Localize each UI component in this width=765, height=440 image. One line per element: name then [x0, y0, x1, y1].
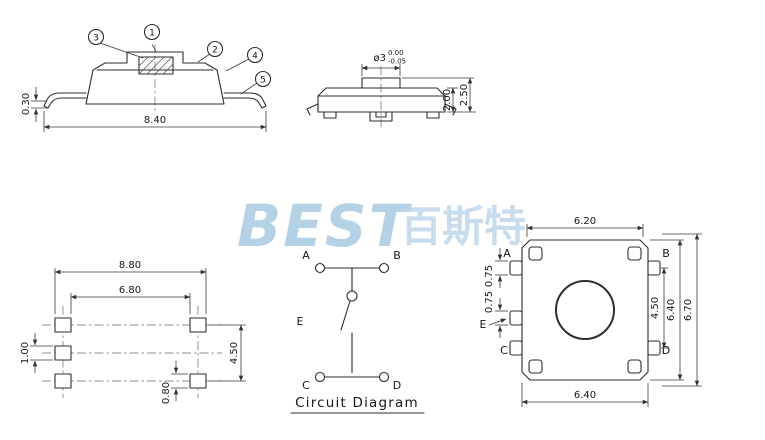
balloon-5-label: 5 [260, 76, 266, 86]
dim-bottom-width: 6.40 [521, 383, 649, 407]
pin-b-label: B [662, 247, 670, 260]
dim-top-width: 6.20 [526, 216, 644, 237]
dim-stem-diameter-label: ø3 [374, 53, 386, 64]
circuit-diagram-caption: Circuit Diagram [295, 395, 419, 411]
dim-overall-height: 2.50 [402, 77, 474, 113]
front-view-center-tab [369, 111, 393, 122]
common-contact-node [346, 290, 358, 302]
dim-pad-height: 0.80 [161, 361, 188, 404]
balloon-1: 1 [143, 23, 161, 52]
dim-lead-height-label: 0.30 [21, 93, 32, 115]
dim-overall-depth: 6.70 [662, 233, 702, 387]
pin-c-tab [509, 340, 523, 356]
balloon-4: 4 [225, 46, 264, 72]
terminal-a-label: A [302, 249, 310, 262]
front-view: ø3 0.00 -0.05 2.00 2.50 [306, 49, 476, 128]
pin-c-label: C [500, 344, 508, 357]
terminal-a-node [314, 262, 326, 274]
balloon-2-label: 2 [212, 46, 218, 56]
dim-tolerance-upper-label: 0.00 [388, 49, 404, 57]
balloon-2: 2 [197, 40, 224, 63]
front-view-right-foot [426, 111, 440, 119]
corner-weld-top-right [627, 246, 642, 261]
watermark-brand-text: BEST [237, 192, 413, 260]
terminal-c-node [314, 371, 326, 383]
pin-b-tab [647, 260, 661, 276]
terminal-d-label: D [393, 379, 401, 392]
pad-left-middle [54, 345, 72, 361]
terminal-b-label: B [393, 249, 401, 262]
dim-side-width: 8.40 [43, 111, 267, 132]
watermark: BEST 百斯特 [237, 192, 526, 260]
side-view-right-lead [223, 92, 267, 109]
terminal-c-label: C [302, 379, 310, 392]
pin-e-tab [509, 310, 523, 326]
terminal-d-node [378, 371, 390, 383]
circuit-diagram: A B E C D Circuit Diagram [290, 249, 425, 414]
front-view-right-hook [444, 103, 457, 116]
dim-lead-height: 0.30 [21, 87, 48, 122]
dim-stem-diameter: ø3 0.00 -0.05 [361, 49, 406, 76]
dim-overall-depth-label: 6.70 [683, 299, 694, 321]
dim-body-depth-label: 6.40 [666, 299, 677, 321]
dim-pin-e-width-label: 0.75 [484, 291, 495, 313]
front-view-left-hook [306, 103, 319, 116]
watermark-cjk-text: 百斯特 [400, 202, 526, 251]
dim-inner-span: 6.80 [70, 285, 191, 314]
dim-body-height-label: 2.00 [442, 89, 453, 111]
dim-pad-height-label: 0.80 [161, 382, 172, 404]
dim-top-width-label: 6.20 [574, 216, 596, 227]
dim-bottom-width-label: 6.40 [574, 390, 596, 401]
side-view-stem-hatch [138, 56, 174, 75]
balloon-5: 5 [240, 70, 272, 95]
actuator-button-circle [555, 280, 615, 340]
corner-weld-top-left [528, 246, 543, 261]
side-view-left-lead [43, 92, 87, 109]
dim-row-pitch: 4.50 [208, 324, 246, 382]
pin-e-label: E [480, 318, 487, 331]
pin-a-label: A [503, 247, 511, 260]
balloon-4-label: 4 [252, 52, 258, 62]
switch-blade [340, 300, 351, 331]
dim-pin-a-width-label: 0.75 [484, 265, 495, 287]
dim-side-width-label: 8.40 [144, 115, 166, 126]
land-pattern: 8.80 6.80 1.00 4.50 [20, 260, 246, 404]
top-view: A B C D E 6.20 6.40 4.50 [480, 216, 702, 407]
terminal-b-node [378, 262, 390, 274]
dim-pin-e-width: 0.75 [484, 291, 508, 338]
side-view: 3 1 2 4 5 8.40 [21, 23, 272, 132]
pad-right-top [189, 317, 207, 333]
terminal-e-label: E [297, 315, 304, 328]
dim-pad-width-label: 1.00 [20, 342, 31, 364]
pin-a-tab [509, 260, 523, 276]
front-view-stem [361, 77, 401, 89]
dim-pin-a-width: 0.75 [484, 248, 508, 288]
corner-weld-bottom-right [627, 359, 642, 374]
front-view-body-outline [317, 87, 446, 113]
balloon-3-label: 3 [93, 34, 99, 44]
dim-tolerance-lower-label: -0.05 [388, 58, 406, 66]
front-view-left-foot [323, 111, 337, 119]
side-view-body-outline [85, 51, 225, 105]
balloon-1-label: 1 [149, 29, 155, 39]
pad-left-top [54, 317, 72, 333]
dim-body-depth: 6.40 [650, 239, 684, 381]
dim-row-pitch-label: 4.50 [229, 342, 240, 364]
dim-pin-pitch: 4.50 [650, 267, 668, 349]
dim-outer-span-label: 8.80 [119, 260, 141, 271]
dim-pin-pitch-label: 4.50 [650, 297, 661, 319]
dim-overall-height-label: 2.50 [459, 84, 470, 106]
top-view-body-outline [521, 239, 649, 381]
pin-d-tab [647, 340, 661, 356]
pad-left-bottom [54, 373, 72, 389]
pin-e-leader [488, 318, 507, 326]
pad-right-bottom [189, 373, 207, 389]
corner-weld-bottom-left [528, 359, 543, 374]
dim-outer-span: 8.80 [54, 260, 207, 314]
pin-d-label: D [662, 344, 670, 357]
dim-inner-span-label: 6.80 [119, 285, 141, 296]
balloon-3: 3 [87, 28, 144, 59]
dim-pad-width: 1.00 [20, 333, 53, 373]
